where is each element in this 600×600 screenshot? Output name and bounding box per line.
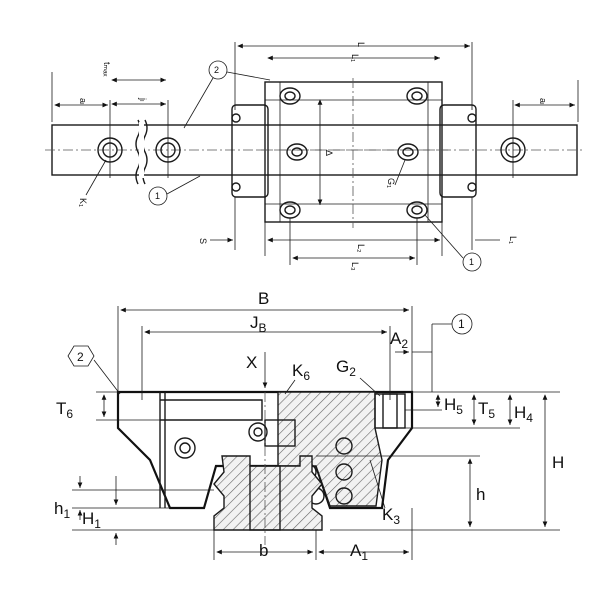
front-view: B JB A2 X K6 G2 T6 H5 T5 H4 <box>54 289 564 563</box>
label-G2: G2 <box>336 357 356 379</box>
dim-B: B <box>258 289 269 308</box>
rail-section-hatched <box>213 455 323 531</box>
dim-T6: T6 <box>56 399 73 421</box>
carriage-hole-tl <box>279 87 301 105</box>
dim-b: b <box>259 541 268 560</box>
dim-L: L <box>356 42 366 47</box>
dim-JB: JB <box>250 313 267 335</box>
label-K3: K3 <box>382 505 400 527</box>
screw-head-icon <box>248 422 268 442</box>
dim-T5: T5 <box>478 399 495 421</box>
rail-top <box>45 119 585 185</box>
svg-text:1: 1 <box>469 257 474 267</box>
top-view: L L₁ aₗ tₘₐₓ jₗ aₗ Δ K₁ G₁ L₂ L₃ S <box>45 42 585 272</box>
dim-h1: h1 <box>54 499 70 521</box>
carriage-body-top <box>264 81 443 223</box>
grease-nipple-icon <box>174 437 196 459</box>
dim-L1: L₁ <box>350 54 360 62</box>
label-K1: K₁ <box>78 198 88 207</box>
carriage-hole-mr <box>397 143 419 161</box>
dim-H: H <box>552 453 564 472</box>
callout-2-top: 2 <box>183 60 271 129</box>
dim-H5: H5 <box>444 395 463 417</box>
dim-aL-right: aₗ <box>538 98 548 105</box>
dim-L2: L₂ <box>356 244 366 253</box>
callout-1-front: 1 <box>431 313 473 344</box>
dim-Lr: L₁ <box>508 236 518 244</box>
dim-H1: H1 <box>82 509 101 531</box>
label-G1: G₁ <box>386 178 396 188</box>
label-X: X <box>246 353 257 372</box>
dim-jL: jₗ <box>138 97 148 102</box>
svg-text:2: 2 <box>77 350 84 364</box>
callout-1-rail: 1 <box>148 175 201 206</box>
dim-L3: L₃ <box>350 262 360 271</box>
dim-tmax: tₘₐₓ <box>102 62 112 76</box>
svg-text:2: 2 <box>214 65 219 75</box>
carriage-hole-tr <box>406 87 428 105</box>
dim-aL: aₗ <box>78 98 88 105</box>
carriage-hole-ml <box>286 143 308 161</box>
end-seal-right <box>439 104 477 198</box>
callout-2-front: 2 <box>67 345 121 395</box>
dim-A1: A1 <box>350 541 368 563</box>
dim-A1-small: Δ <box>324 150 334 156</box>
dim-S: S <box>198 238 208 244</box>
end-seal-left <box>231 104 269 198</box>
dim-H4: H4 <box>514 403 533 425</box>
svg-text:1: 1 <box>155 191 160 201</box>
svg-text:1: 1 <box>458 317 465 331</box>
dim-h: h <box>476 485 485 504</box>
dim-A2: A2 <box>390 329 408 351</box>
callout-1-carriage: 1 <box>424 214 482 272</box>
label-K6: K6 <box>292 361 310 383</box>
